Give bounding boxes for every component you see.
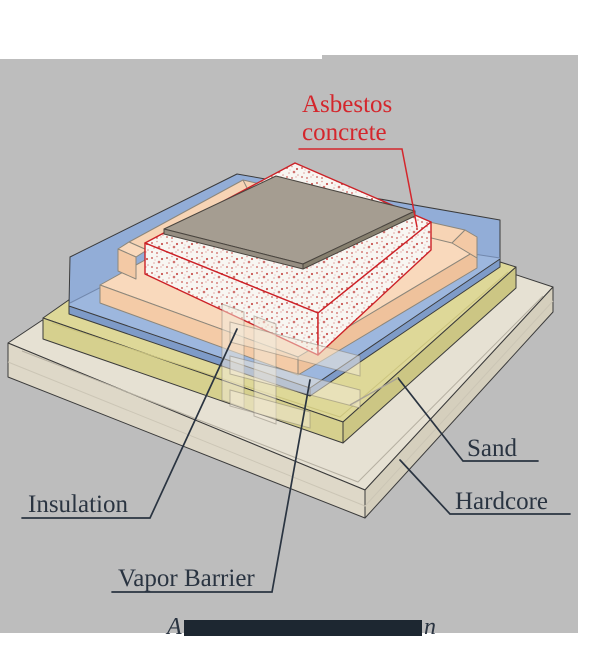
insulation-upstand-left-endcap-front	[117, 248, 137, 280]
caption-visible-start: A	[165, 614, 182, 640]
watermark-block	[229, 321, 361, 377]
asbestos-concrete-leader-line	[298, 148, 418, 228]
insulation-front-right-face	[297, 249, 478, 376]
hardcore-leader-line	[399, 459, 571, 515]
caption-visible-end: n	[424, 614, 436, 640]
label-asbestos-concrete-line2: concrete	[302, 119, 387, 146]
label-asbestos-concrete-line1: Asbestos	[302, 91, 392, 118]
sand-leader-line-faint-segment	[349, 377, 399, 406]
panel-background-step	[322, 55, 578, 61]
label-sand: Sand	[467, 435, 518, 462]
vapor-barrier-leader-line	[111, 379, 311, 593]
label-insulation: Insulation	[28, 491, 128, 518]
label-hardcore: Hardcore	[455, 488, 548, 515]
watermark	[221, 303, 361, 429]
sand-top-inset-line	[51, 271, 509, 418]
insulation-leader-line	[21, 328, 238, 519]
label-vapor-barrier: Vapor Barrier	[118, 565, 255, 592]
hardcore-front-inset-line	[7, 300, 554, 507]
insulation-upstand-right-endcap	[451, 229, 478, 259]
caption-redaction-bar	[184, 620, 422, 636]
asbestos-concrete-front-right-face	[317, 221, 432, 356]
watermark-block	[229, 355, 361, 409]
sand-leader-line	[397, 377, 539, 462]
hardcore-front-right-face	[364, 286, 554, 519]
watermark-block	[229, 389, 311, 429]
hardcore-top-inset-line	[21, 295, 544, 483]
sand-front-right-face	[342, 266, 517, 444]
caption: A n	[165, 614, 436, 640]
